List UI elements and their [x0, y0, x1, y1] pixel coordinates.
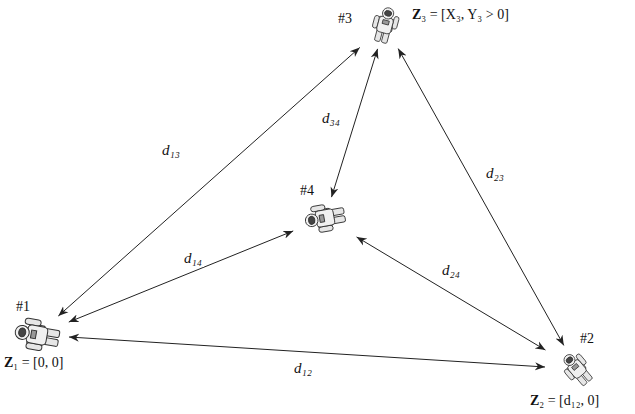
- astronaut-node: #4: [296, 200, 354, 236]
- agent-number: #3: [338, 10, 352, 27]
- distance-arrow: [58, 47, 359, 316]
- position-label: Z₂ = [d₁₂, 0]: [530, 392, 599, 409]
- distance-label: d₂₃: [484, 165, 506, 182]
- distance-label: d₁₄: [182, 250, 204, 267]
- distance-arrow: [398, 49, 564, 346]
- astronaut-figure: [557, 348, 597, 389]
- distance-label: d₃₄: [320, 110, 342, 127]
- distance-label: d₁₂: [292, 360, 314, 377]
- agent-number: #1: [16, 298, 30, 315]
- astronaut-node: #2Z₂ = [d₁₂, 0]: [548, 348, 606, 390]
- astronaut-figure: [362, 4, 408, 46]
- astronaut-figure: [8, 318, 66, 352]
- position-label: Z₃ = [X₃, Y₃ > 0]: [412, 6, 509, 23]
- agent-number: #4: [300, 182, 314, 199]
- agent-number: #2: [580, 330, 594, 347]
- position-label: Z₁ = [0, 0]: [4, 354, 63, 371]
- astronaut-node: #3Z₃ = [X₃, Y₃ > 0]: [362, 4, 408, 46]
- distance-label: d₁₃: [160, 142, 182, 159]
- astronaut-figure: [13, 316, 62, 353]
- distance-arrow: [357, 237, 546, 350]
- astronaut-figure: [303, 201, 347, 234]
- astronaut-figure: [548, 348, 606, 390]
- astronaut-figure: [296, 200, 354, 236]
- astronaut-figure: [369, 5, 401, 45]
- distance-arrow: [69, 231, 293, 322]
- astronaut-node: #1Z₁ = [0, 0]: [8, 318, 66, 352]
- distance-label: d₂₄: [440, 262, 462, 279]
